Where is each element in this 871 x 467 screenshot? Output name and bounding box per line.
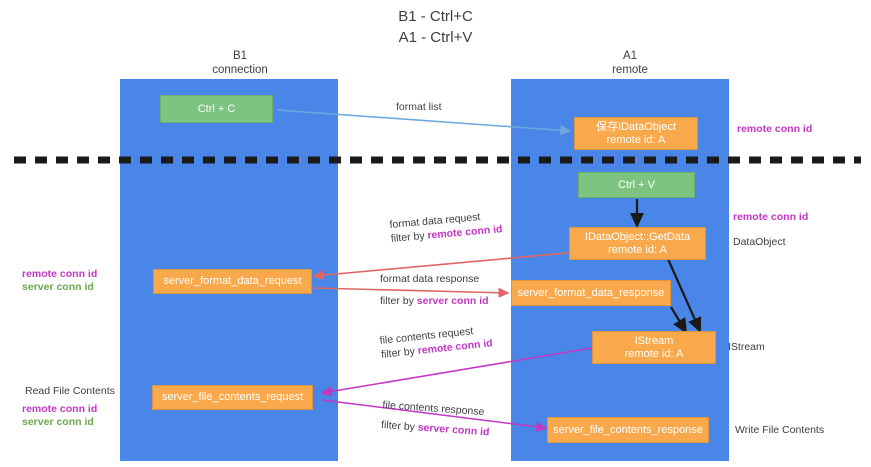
- annotation-left-server-conn-id-text: server conn id: [22, 281, 94, 293]
- node-idataobject-save-sublabel: remote id: A: [606, 133, 666, 146]
- node-istream-label: IStream: [634, 334, 674, 347]
- title-line-1: B1 - Ctrl+C: [398, 8, 473, 25]
- node-server-file-contents-request-label: server_file_contents_request: [161, 391, 304, 403]
- edge-label-format-list: format list: [396, 100, 442, 114]
- highlight-server-conn-id-2: server conn id: [417, 421, 490, 439]
- node-server-format-data-request[interactable]: server_format_data_request: [153, 269, 312, 294]
- node-server-format-data-response-label: server_format_data_response: [517, 286, 665, 299]
- node-idataobject-getdata-label: IDataObject::GetData: [584, 230, 691, 243]
- column-header-b1-name: B1: [232, 50, 248, 62]
- column-header-a1: A1 remote: [530, 49, 730, 77]
- annotation-right-dataobject-text: DataObject: [733, 236, 786, 248]
- title-line-2: A1 - Ctrl+V: [398, 29, 473, 46]
- node-server-file-contents-request[interactable]: server_file_contents_request: [152, 385, 313, 410]
- node-ctrl-c[interactable]: Ctrl + C: [160, 95, 273, 123]
- node-server-file-contents-response-label: server_file_contents_response: [553, 423, 703, 436]
- diagram-title: B1 - Ctrl+C A1 - Ctrl+V: [0, 6, 871, 48]
- node-idataobject-getdata[interactable]: IDataObject::GetData remote id: A: [569, 227, 706, 260]
- annotation-left-conn-ids-top: remote conn id server conn id: [22, 268, 97, 294]
- node-idataobject-getdata-sublabel: remote id: A: [608, 243, 667, 256]
- edge-label-file-contents-response: file contents response filter by server …: [381, 398, 492, 439]
- node-istream[interactable]: IStream remote id: A: [592, 331, 716, 364]
- edge-label-file-contents-response-line2: filter by server conn id: [380, 418, 490, 439]
- annotation-right-remote-conn-id-middle-text: remote conn id: [733, 211, 809, 223]
- edge-label-format-data-response: format data response filter by server co…: [380, 272, 489, 308]
- annotation-right-remote-conn-id-middle: remote conn id: [733, 211, 808, 224]
- node-server-format-data-request-label: server_format_data_request: [163, 275, 302, 287]
- column-header-b1-role: connection: [212, 64, 268, 76]
- annotation-right-remote-conn-id-top-text: remote conn id: [737, 123, 813, 135]
- annotation-right-remote-conn-id-top: remote conn id: [737, 123, 812, 136]
- column-header-a1-name: A1: [622, 50, 638, 62]
- annotation-right-write-file-contents-text: Write File Contents: [735, 424, 825, 436]
- annotation-right-dataobject: DataObject: [733, 236, 786, 249]
- node-server-file-contents-response[interactable]: server_file_contents_response: [547, 417, 709, 443]
- column-header-b1: B1 connection: [140, 49, 340, 77]
- edge-label-format-data-request: format data request filter by remote con…: [389, 208, 503, 246]
- column-header-a1-role: remote: [612, 64, 648, 76]
- node-idataobject-save[interactable]: 保存IDataObject remote id: A: [574, 117, 698, 150]
- annotation-left-remote-conn-id-text: remote conn id: [22, 268, 98, 280]
- annotation-left-read-file-contents-text: Read File Contents: [25, 385, 115, 397]
- edge-label-file-contents-request: file contents request filter by remote c…: [379, 322, 493, 362]
- annotation-right-istream-text: IStream: [728, 341, 765, 353]
- highlight-server-conn-id: server conn id: [416, 295, 489, 307]
- node-idataobject-save-label: 保存IDataObject: [595, 120, 677, 133]
- node-ctrl-v-label: Ctrl + V: [618, 178, 655, 191]
- annotation-left-conn-ids-bottom: remote conn id server conn id: [22, 403, 97, 429]
- edge-label-format-data-response-line2: filter by server conn id: [380, 295, 489, 307]
- annotation-left-remote-conn-id-2-text: remote conn id: [22, 403, 98, 415]
- edge-label-format-list-line1: format list: [396, 101, 442, 113]
- edge-label-format-data-response-line1: format data response: [380, 273, 480, 285]
- node-ctrl-c-label: Ctrl + C: [197, 102, 236, 115]
- node-istream-sublabel: remote id: A: [624, 347, 684, 360]
- annotation-right-write-file-contents: Write File Contents: [735, 424, 824, 437]
- node-server-format-data-response[interactable]: server_format_data_response: [511, 280, 671, 306]
- annotation-left-server-conn-id-2-text: server conn id: [22, 416, 94, 428]
- annotation-right-istream: IStream: [728, 341, 765, 354]
- edge-label-file-contents-response-line1: file contents response: [382, 398, 485, 419]
- annotation-left-read-file-contents: Read File Contents: [25, 385, 115, 398]
- node-ctrl-v[interactable]: Ctrl + V: [578, 172, 695, 198]
